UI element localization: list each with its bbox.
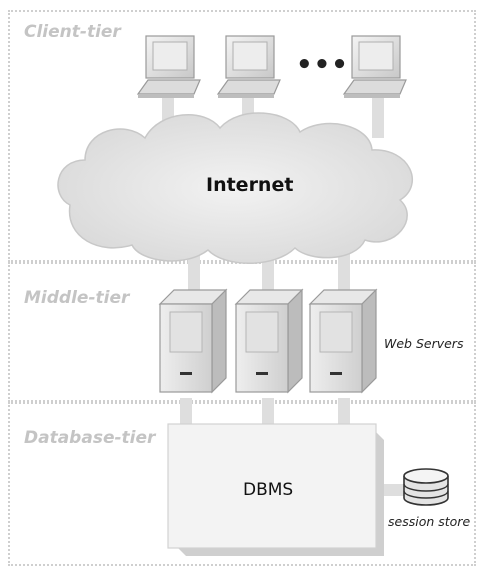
database-cylinder-icon xyxy=(403,468,449,506)
dbms-label: DBMS xyxy=(243,480,294,500)
database-tier-label: Database-tier xyxy=(24,428,156,448)
client-computer-2 xyxy=(216,35,281,98)
client-computer-1 xyxy=(136,35,201,98)
database-tier-region xyxy=(8,402,476,566)
desktop-computer-icon xyxy=(136,35,201,98)
connector-client-3 xyxy=(372,98,384,138)
web-server-2 xyxy=(234,288,304,394)
web-server-3 xyxy=(308,288,378,394)
web-server-1 xyxy=(158,288,228,394)
cloud-icon xyxy=(57,112,413,264)
more-clients-ellipsis: ••• xyxy=(296,50,349,80)
web-servers-label: Web Servers xyxy=(384,336,464,351)
server-tower-icon xyxy=(158,288,228,394)
dbms-box xyxy=(167,423,384,556)
desktop-computer-icon xyxy=(216,35,281,98)
internet-label: Internet xyxy=(206,174,294,196)
middle-tier-label: Middle-tier xyxy=(24,288,130,308)
session-store-label: session store xyxy=(388,514,471,529)
client-tier-label: Client-tier xyxy=(24,22,121,42)
server-tower-icon xyxy=(234,288,304,394)
server-tower-icon xyxy=(308,288,378,394)
desktop-computer-icon xyxy=(342,35,407,98)
client-computer-3 xyxy=(342,35,407,98)
